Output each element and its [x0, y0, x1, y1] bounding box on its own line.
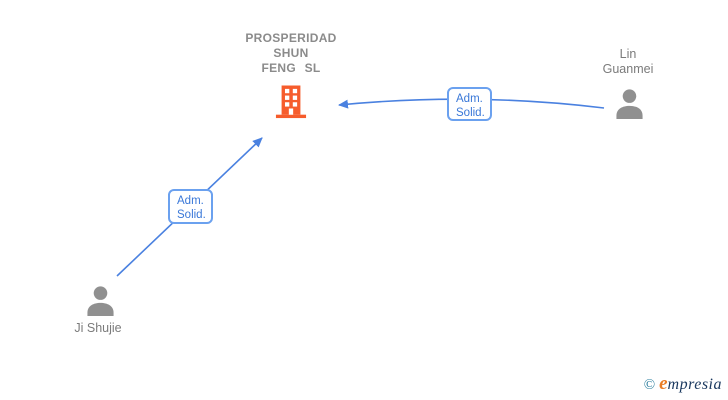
- person-name-line: Lin: [619, 47, 637, 61]
- edge-label-line: Solid.: [456, 107, 485, 119]
- company-name-line: FENG SL: [261, 61, 321, 75]
- edge-label-line: Adm.: [177, 195, 204, 207]
- edge-label-line: Solid.: [177, 209, 206, 221]
- copyright-icon: ©: [643, 377, 656, 393]
- empresia-logo-initial: e: [659, 373, 668, 394]
- person-name-ji-shujie[interactable]: Ji Shujie: [48, 321, 148, 336]
- person-name-line: Guanmei: [602, 62, 654, 76]
- building-icon[interactable]: [275, 84, 307, 119]
- person-icon-ji-shujie[interactable]: [84, 286, 117, 316]
- empresia-logo[interactable]: © empresia: [644, 373, 722, 395]
- person-icon-lin-guanmei[interactable]: [613, 89, 646, 119]
- person-name-line: Ji Shujie: [74, 321, 122, 335]
- empresia-logo-text: mpresia: [667, 376, 722, 393]
- company-name[interactable]: PROSPERIDAD SHUN FENG SL: [221, 31, 361, 76]
- company-name-line: SHUN: [273, 46, 309, 60]
- person-name-lin-guanmei[interactable]: Lin Guanmei: [578, 47, 678, 77]
- edge-label-lin-guanmei: Adm. Solid.: [447, 87, 492, 121]
- edge-label-ji-shujie: Adm. Solid.: [168, 189, 213, 224]
- edge-label-line: Adm.: [456, 93, 483, 105]
- company-name-line: PROSPERIDAD: [245, 31, 337, 45]
